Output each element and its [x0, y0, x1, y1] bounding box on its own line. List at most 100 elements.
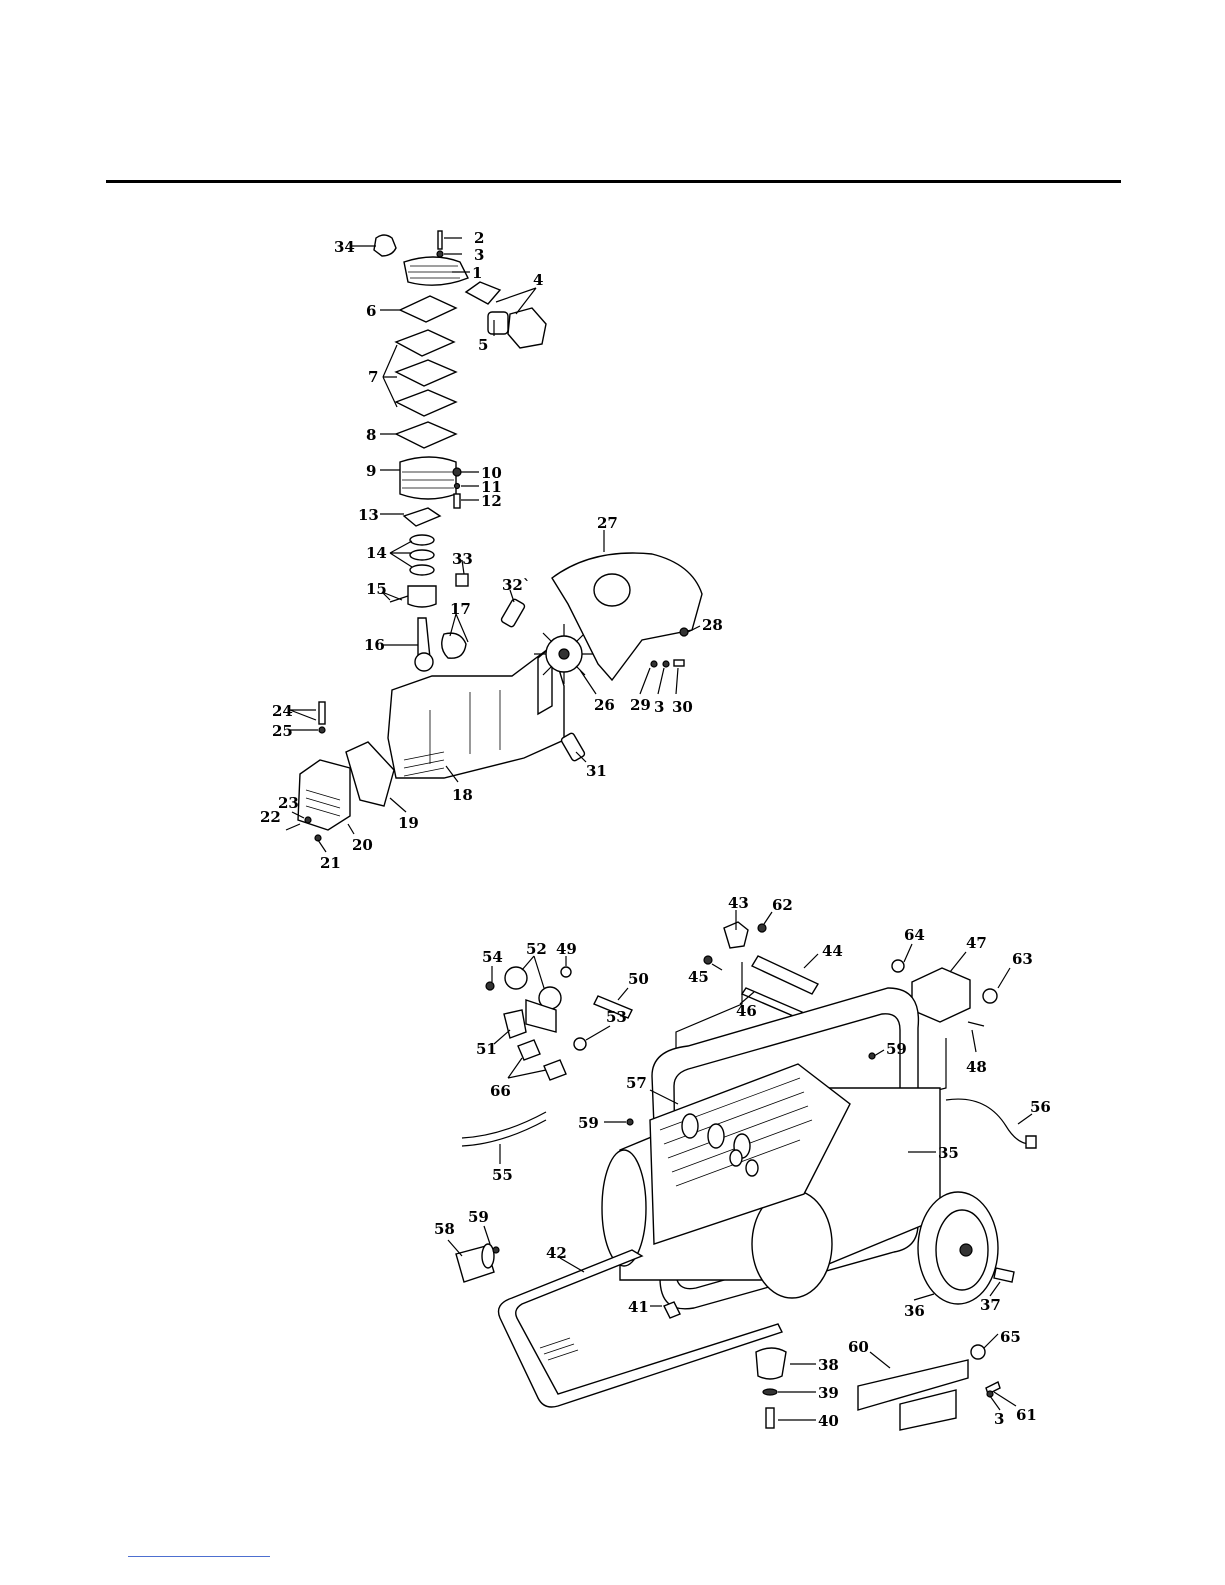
part-4-filter-cover	[508, 308, 546, 348]
part-33-switch	[456, 574, 468, 586]
callout-29: 29	[630, 696, 651, 714]
part-48-valve	[968, 1022, 984, 1026]
part-37-axle-bolt	[994, 1268, 1014, 1282]
callout-51: 51	[476, 1040, 497, 1058]
part-62-plug	[758, 924, 766, 932]
part-66-coupler-a	[518, 1040, 540, 1060]
part-54-plug	[486, 982, 494, 990]
callout-65: 65	[1000, 1328, 1021, 1346]
callout-39: 39	[818, 1384, 839, 1402]
callout-27: 27	[597, 514, 618, 532]
part-49-fitting	[561, 967, 571, 977]
callout-40: 40	[818, 1412, 839, 1430]
callout-26: 26	[594, 696, 615, 714]
part-14-ring-a	[410, 535, 434, 545]
callout-4: 4	[533, 271, 543, 289]
callout-3b: 3	[654, 698, 664, 716]
callout-50: 50	[628, 970, 649, 988]
callout-37: 37	[980, 1296, 1001, 1314]
callout-8: 8	[366, 426, 376, 444]
callout-43: 43	[728, 894, 749, 912]
part-3-washer-b	[663, 661, 669, 667]
callout-45: 45	[688, 968, 709, 986]
part-7-valve-plate-b	[396, 360, 456, 386]
part-15-piston	[408, 586, 436, 607]
part-23-washer	[305, 817, 311, 823]
callout-20: 20	[352, 836, 373, 854]
callout-7: 7	[368, 368, 378, 386]
part-42-grip	[540, 1338, 578, 1360]
part-14-ring-b	[410, 550, 434, 560]
callout-36: 36	[904, 1302, 925, 1320]
part-24-dipstick	[319, 702, 325, 724]
callout-16: 16	[364, 636, 385, 654]
callout-2: 2	[474, 229, 484, 247]
part-6-gasket	[400, 296, 456, 322]
part-11-washer	[455, 484, 460, 489]
part-4-filter-base	[466, 282, 500, 304]
callout-19: 19	[398, 814, 419, 832]
callout-13: 13	[358, 506, 379, 524]
part-13-gasket	[404, 508, 440, 526]
part-7-valve-plate-c	[396, 390, 456, 416]
callout-6: 6	[366, 302, 376, 320]
callout-12: 12	[481, 492, 502, 510]
part-9-cylinder	[400, 457, 456, 499]
part-38-rubber-foot	[756, 1348, 786, 1379]
part-32-capacitor	[500, 598, 525, 628]
callout-34: 34	[334, 238, 355, 256]
callout-52: 52	[526, 940, 547, 958]
callout-49: 49	[556, 940, 577, 958]
callout-28: 28	[702, 616, 723, 634]
callout-15: 15	[366, 580, 387, 598]
callout-56: 56	[1030, 1098, 1051, 1116]
callout-25: 25	[272, 722, 293, 740]
part-45-fitting	[704, 956, 712, 964]
callout-55: 55	[492, 1166, 513, 1184]
part-28-screw	[680, 628, 688, 636]
callout-22: 22	[260, 808, 281, 826]
callout-38: 38	[818, 1356, 839, 1374]
callout-58: 58	[434, 1220, 455, 1238]
callout-18: 18	[452, 786, 473, 804]
part-29-washer	[651, 661, 657, 667]
callout-5: 5	[478, 336, 488, 354]
part-22-screw	[286, 824, 300, 830]
part-63-cap	[983, 989, 997, 1003]
callout-63: 63	[1012, 950, 1033, 968]
callout-64: 64	[904, 926, 925, 944]
callout-30: 30	[672, 698, 693, 716]
part-40-bolt	[766, 1408, 774, 1428]
callout-47: 47	[966, 934, 987, 952]
part-10-nut	[453, 468, 461, 476]
part-25-oring	[319, 727, 325, 733]
part-17-eccentric	[442, 633, 466, 658]
part-53-elbow	[574, 1038, 586, 1050]
part-39-washer	[763, 1389, 777, 1395]
callout-59b: 59	[578, 1114, 599, 1132]
callout-33: 33	[452, 550, 473, 568]
callout-9: 9	[366, 462, 376, 480]
part-2-bolt	[438, 231, 442, 249]
callout-17: 17	[450, 600, 471, 618]
callout-3: 3	[474, 246, 484, 264]
part-5-filter-element	[488, 312, 508, 334]
callout-3c: 3	[994, 1410, 1004, 1428]
part-51-regulator	[504, 1010, 526, 1038]
part-8-gasket	[396, 422, 456, 448]
part-34-elbow	[374, 235, 396, 256]
callout-42: 42	[546, 1244, 567, 1262]
callout-59a: 59	[886, 1040, 907, 1058]
callout-59c: 59	[468, 1208, 489, 1226]
part-30-bolt	[674, 660, 684, 666]
callout-32: 32`	[502, 576, 530, 594]
part-59-screw-c	[493, 1247, 499, 1253]
part-3-washer	[437, 251, 443, 257]
part-66-coupler-b	[544, 1060, 566, 1080]
callout-57: 57	[626, 1074, 647, 1092]
callout-21: 21	[320, 854, 341, 872]
callout-1: 1	[472, 264, 482, 282]
callout-61: 61	[1016, 1406, 1037, 1424]
callout-41: 41	[628, 1298, 649, 1316]
